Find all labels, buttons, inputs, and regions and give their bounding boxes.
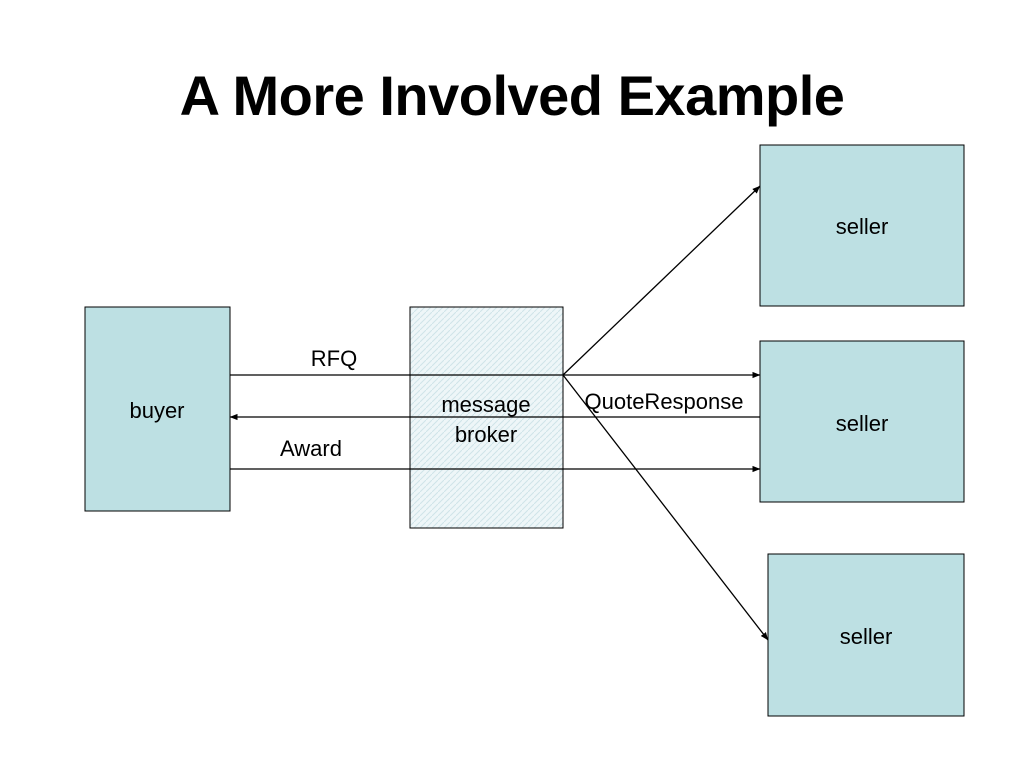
seller-middle-label: seller bbox=[836, 411, 889, 436]
award-label: Award bbox=[280, 436, 342, 461]
buyer-box bbox=[84, 306, 231, 512]
slide-title: A More Involved Example bbox=[179, 64, 845, 127]
seller-bottom-label: seller bbox=[840, 624, 893, 649]
broker-label-line1: message bbox=[441, 392, 530, 417]
rfq-label: RFQ bbox=[311, 346, 357, 371]
quote-response-label: QuoteResponse bbox=[585, 389, 744, 414]
seller-box-top bbox=[759, 144, 965, 307]
buyer-label: buyer bbox=[129, 398, 184, 423]
seller-top-label: seller bbox=[836, 214, 889, 239]
broker-to-seller-bottom-arrow bbox=[562, 374, 769, 641]
seller-box-middle bbox=[759, 340, 965, 503]
broker-to-seller-top-arrow bbox=[562, 185, 761, 376]
seller-box-bottom bbox=[767, 553, 965, 717]
broker-label-line2: broker bbox=[455, 422, 517, 447]
